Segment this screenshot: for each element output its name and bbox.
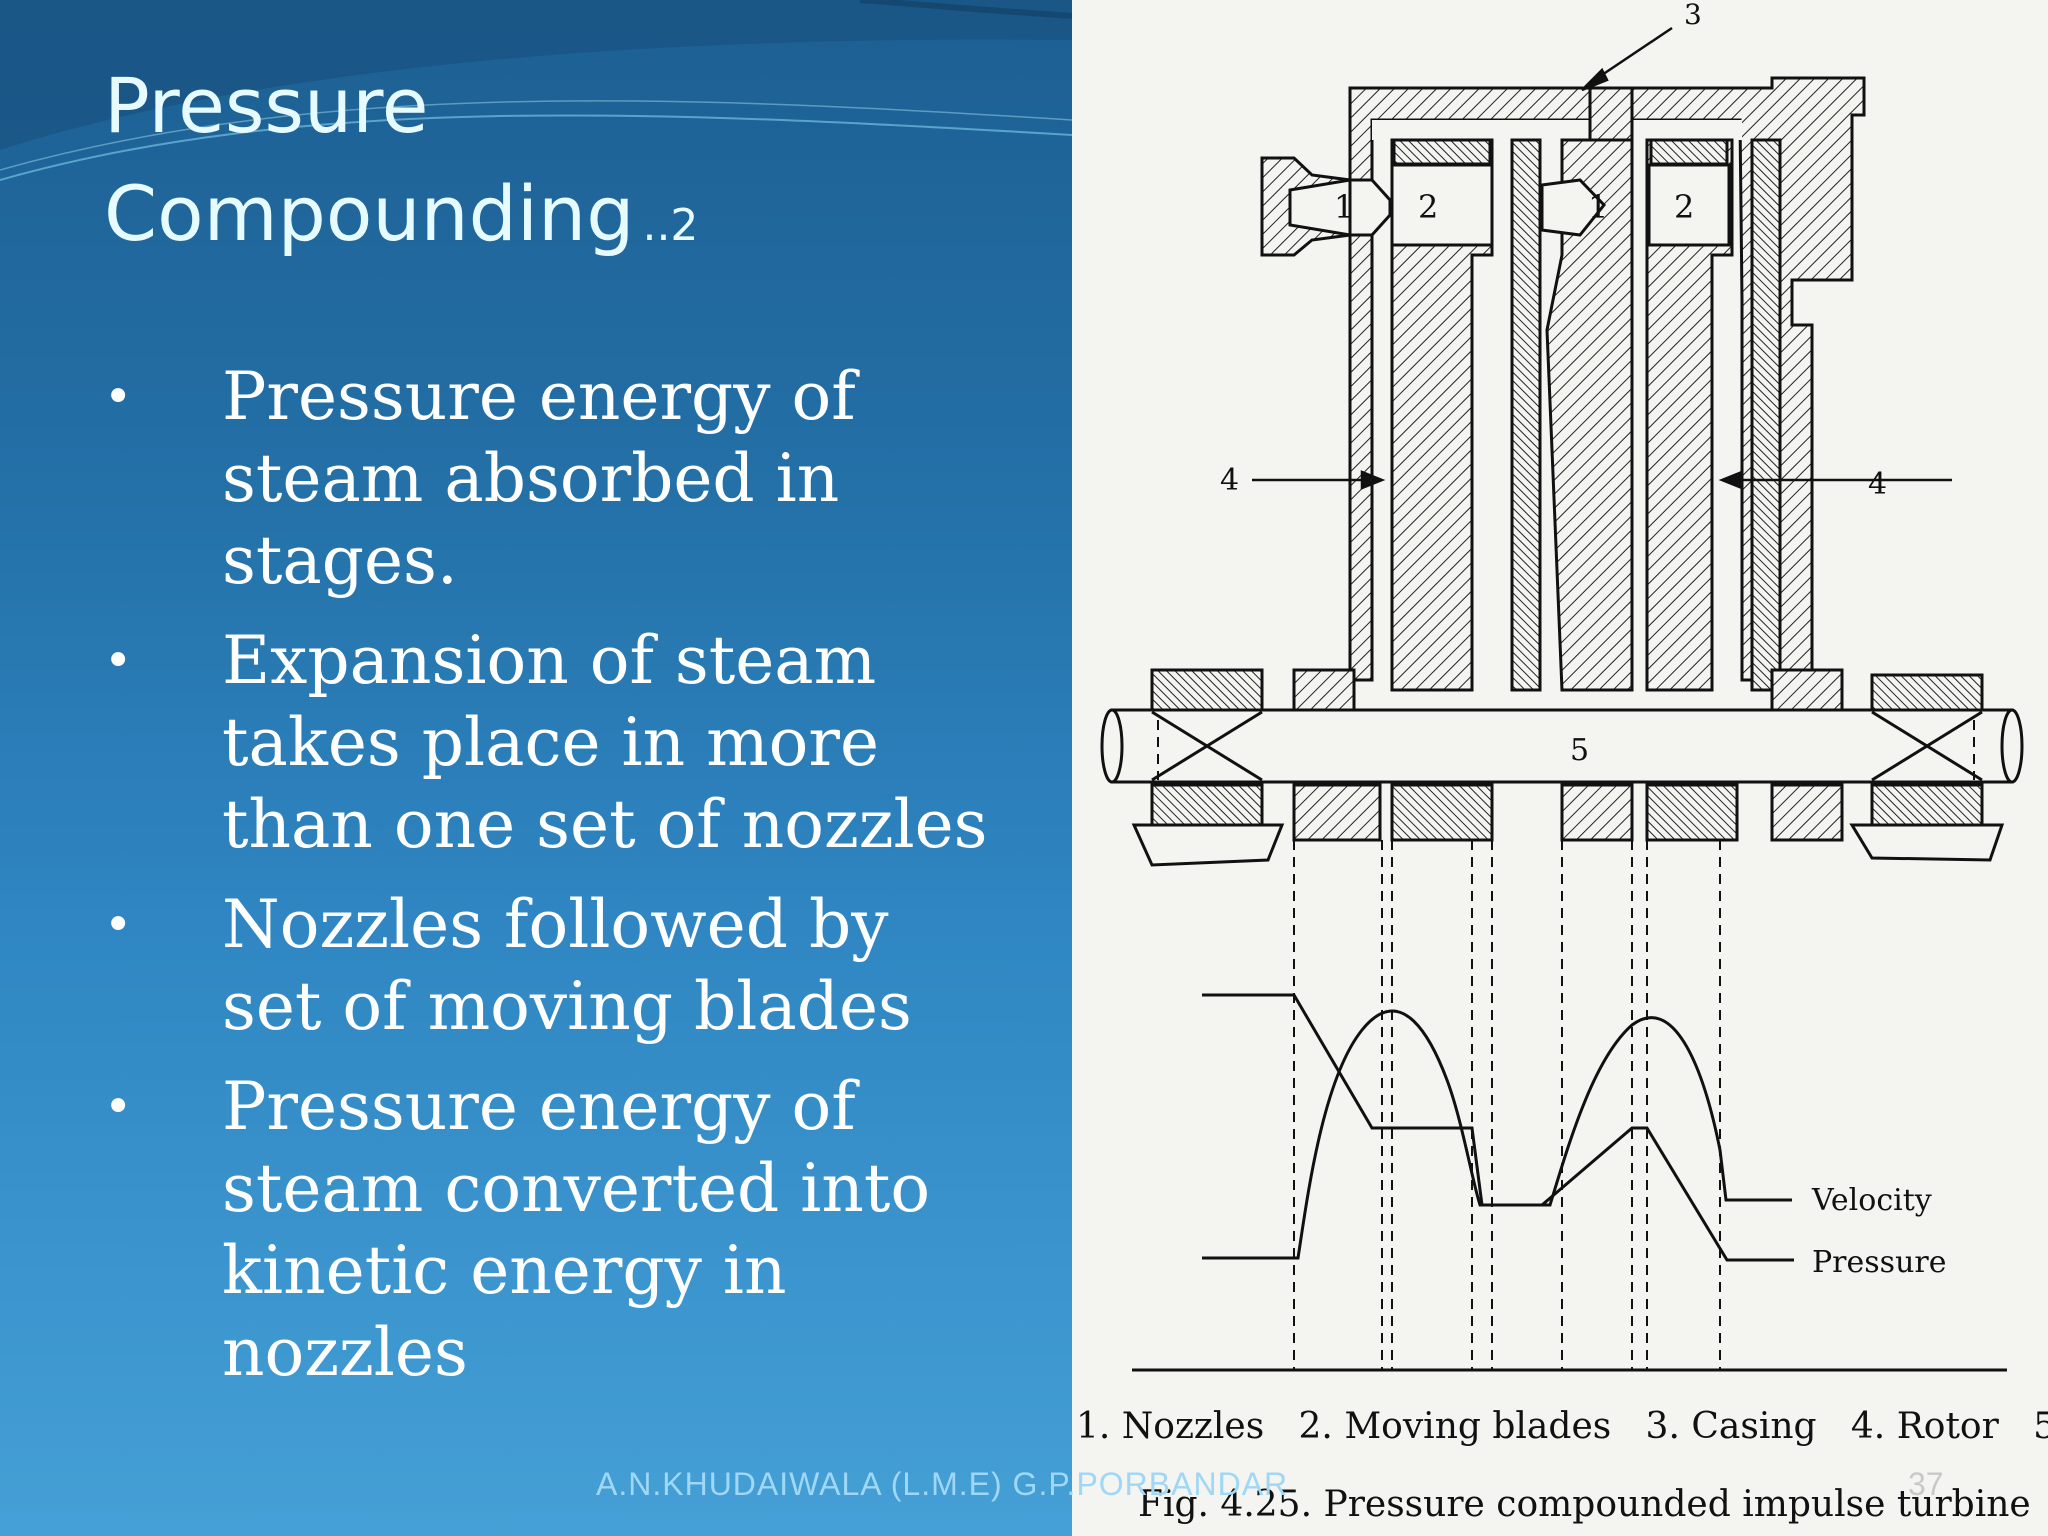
figure-caption: Fig. 4.25. Pressure compounded impulse t… <box>1138 1484 2031 1525</box>
bullet-item: • Expansion of steam takes place in more … <box>104 620 1004 866</box>
nozzle-inlet <box>1260 156 1352 257</box>
label-rotor-left: 4 <box>1220 463 1239 498</box>
turbine-diagram: 3 1 2 1 2 4 4 5 Velocity Pressure 1. Noz… <box>1076 0 2048 1525</box>
bullet-item: • Nozzles followed by set of moving blade… <box>104 884 1004 1048</box>
bearings <box>1131 668 2005 867</box>
header-swoosh-decoration <box>0 0 1072 181</box>
bullet-text: Pressure energy of steam absorbed in sta… <box>222 358 856 599</box>
bullet-list: • Pressure energy of steam absorbed in st… <box>104 356 1004 1412</box>
slide-title: Pressure Compounding..2 <box>104 52 1004 280</box>
lower-casing <box>1292 668 1844 842</box>
moving-blades <box>1390 138 1731 247</box>
label-blade-1: 2 <box>1418 188 1438 226</box>
dashed-guides <box>1157 720 1975 1370</box>
label-blade-2: 2 <box>1674 188 1694 226</box>
title-line-1: Pressure <box>104 61 429 150</box>
page-number: 37 <box>1908 1466 1944 1502</box>
text-panel: Pressure Compounding..2 • Pressure energy… <box>0 0 1072 1536</box>
pressure-curve <box>1202 993 1794 1262</box>
velocity-label: Velocity <box>1811 1183 1932 1218</box>
rotor-discs <box>1390 138 1782 692</box>
footer-author: A.N.KHUDAIWALA (L.M.E) G.P.PORBANDAR <box>596 1466 1289 1502</box>
bullet-dot: • <box>104 633 133 689</box>
bullet-text: Nozzles followed by set of moving blades <box>222 886 912 1045</box>
label-rotor-right: 4 <box>1868 467 1887 502</box>
figure-legend: 1. Nozzles 2. Moving blades 3. Casing 4.… <box>1076 1406 2048 1447</box>
bullet-dot: • <box>104 897 133 953</box>
bullet-item: • Pressure energy of steam absorbed in st… <box>104 356 1004 602</box>
leader-lines <box>1252 26 1952 490</box>
bullet-dot: • <box>104 369 133 425</box>
pressure-label: Pressure <box>1812 1245 1947 1280</box>
shaft <box>1100 708 2024 784</box>
title-suffix: ..2 <box>642 200 699 251</box>
nozzles <box>1348 178 1606 237</box>
title-main: Compounding <box>104 169 635 258</box>
bullet-text: Expansion of steam takes place in more t… <box>222 622 988 863</box>
label-nozzle-1: 1 <box>1334 188 1354 226</box>
velocity-curve <box>1202 1009 1792 1260</box>
bullet-item: • Pressure energy of steam converted into… <box>104 1066 1004 1394</box>
bullet-dot: • <box>104 1079 133 1135</box>
title-line-2: Compounding..2 <box>104 160 1004 280</box>
label-nozzle-2: 1 <box>1588 188 1608 226</box>
label-shaft: 5 <box>1570 733 1589 768</box>
label-casing: 3 <box>1684 0 1702 31</box>
bullet-text: Pressure energy of steam converted into … <box>222 1068 931 1391</box>
turbine-figure-panel: 3 1 2 1 2 4 4 5 Velocity Pressure 1. Noz… <box>1072 0 2048 1536</box>
